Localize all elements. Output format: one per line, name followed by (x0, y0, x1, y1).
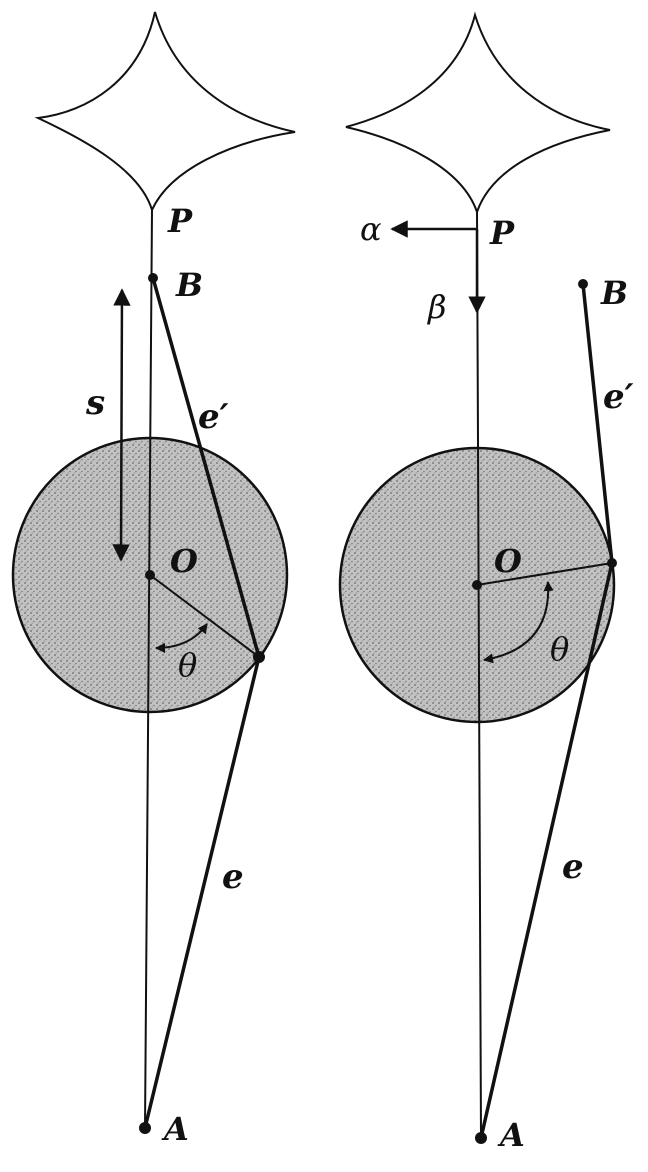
right-point-O (472, 580, 482, 590)
left-theta-arc (155, 623, 208, 653)
right-theta-arc (483, 581, 554, 664)
left-label-e-prime: e′ (198, 397, 229, 437)
right-optical-axis (476, 211, 482, 1139)
right-label-beta: β (427, 288, 447, 326)
left-panel: P B s e′ O θ e A (11, 11, 296, 1148)
left-point-B (148, 273, 158, 283)
left-label-B: B (175, 266, 203, 304)
left-label-e: e (222, 857, 244, 897)
right-label-e: e (562, 847, 584, 887)
right-label-P: P (489, 214, 515, 252)
right-label-A: A (497, 1116, 525, 1154)
left-ray-e (143, 656, 261, 1129)
left-label-O: O (170, 542, 198, 580)
left-optical-axis (144, 209, 153, 1129)
right-point-B (578, 279, 588, 289)
right-point-A (475, 1132, 487, 1144)
left-label-theta: θ (178, 646, 197, 684)
right-panel: α P β B e′ O θ e A (338, 11, 634, 1154)
right-label-B: B (600, 274, 628, 312)
right-ray-e-prime (581, 283, 614, 564)
right-point-edge (607, 558, 617, 568)
left-ray-e-prime (151, 277, 261, 658)
right-ray-e (479, 562, 614, 1139)
left-point-O (145, 570, 155, 580)
right-label-alpha: α (360, 210, 382, 248)
right-label-O: O (494, 542, 522, 580)
left-radius (149, 574, 260, 658)
right-caustic-astroid (345, 11, 611, 216)
left-s-arrow (112, 288, 131, 562)
left-label-s: s (85, 383, 105, 423)
right-label-theta: θ (550, 630, 569, 668)
left-point-A (139, 1122, 151, 1134)
left-label-A: A (161, 1110, 189, 1148)
right-label-e-prime: e′ (603, 377, 634, 417)
left-label-P: P (167, 202, 193, 240)
left-caustic-astroid (34, 11, 296, 213)
left-point-edge (253, 651, 265, 663)
